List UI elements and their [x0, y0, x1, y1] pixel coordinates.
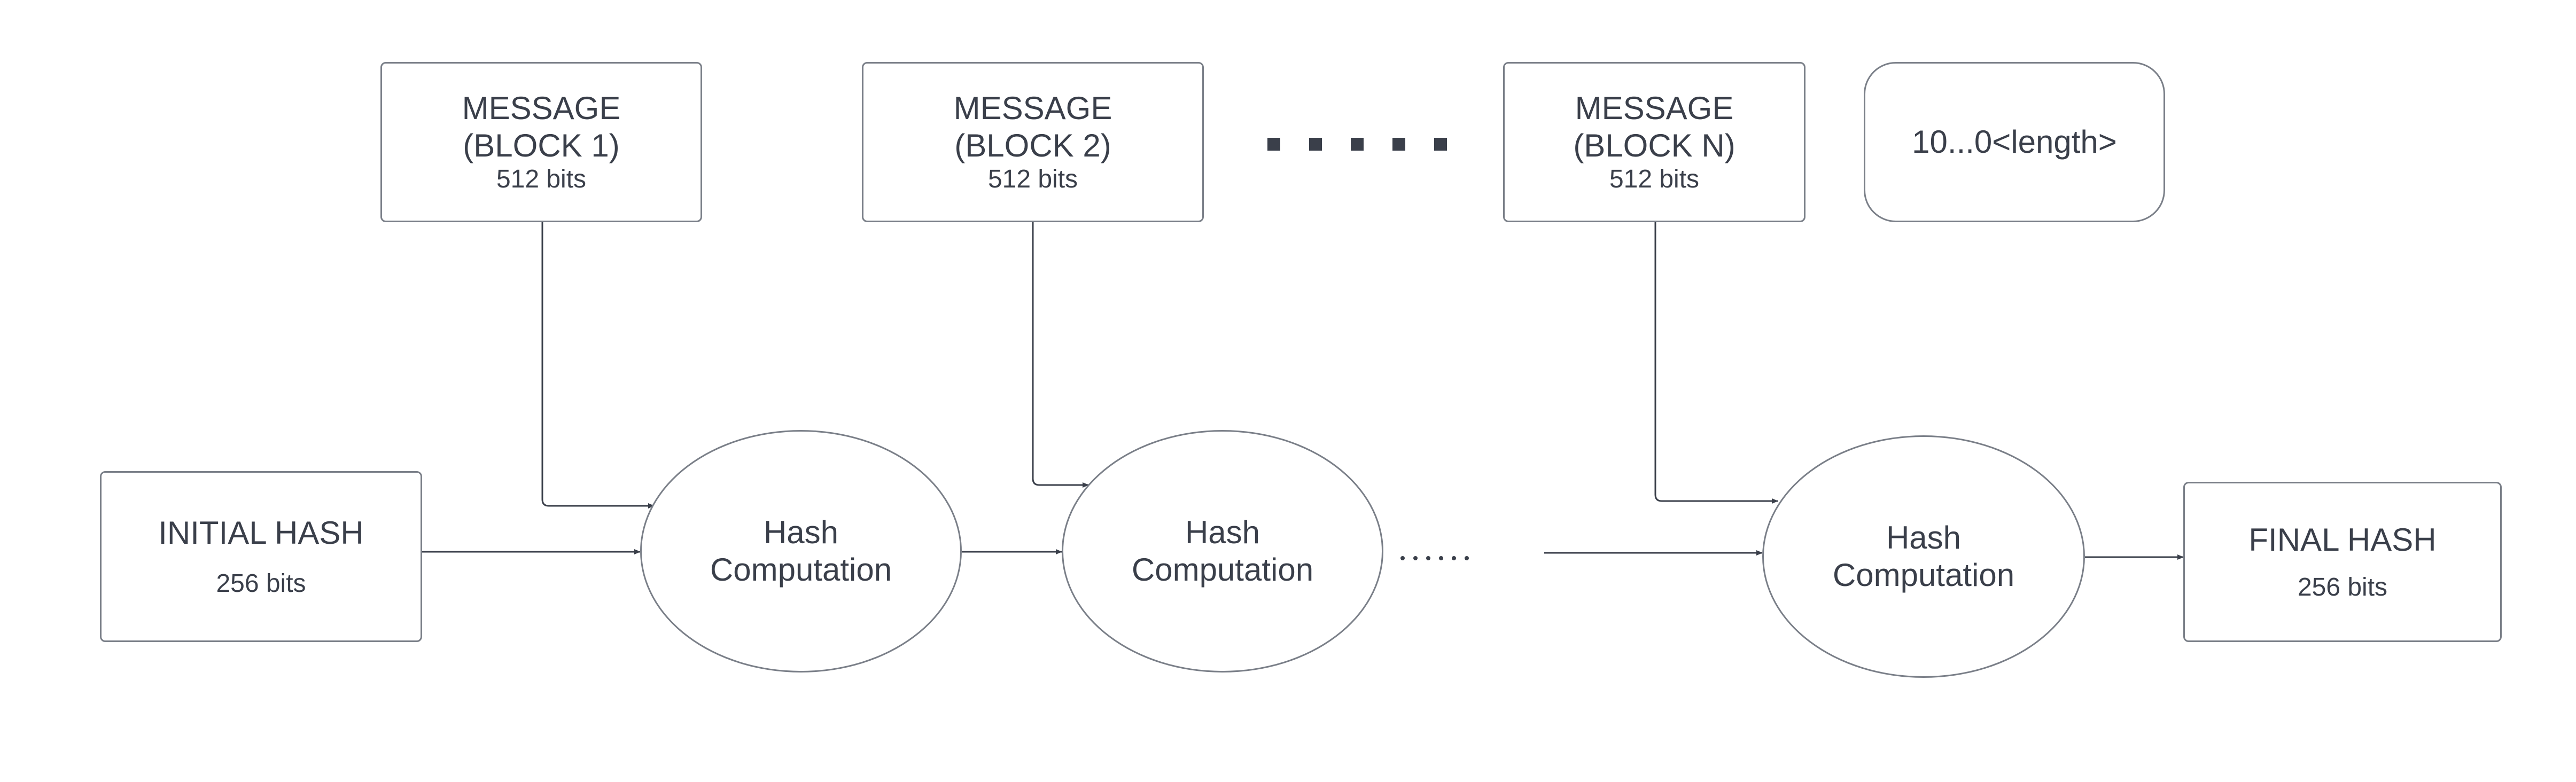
final-hash-title: FINAL HASH	[2248, 522, 2437, 558]
final-hash-box: FINAL HASH 256 bits	[2183, 482, 2502, 642]
chain-dot	[1400, 556, 1405, 560]
padding-label: 10...0<length>	[1912, 124, 2117, 160]
chain-ellipsis	[1400, 556, 1469, 560]
message-block-n-bits: 512 bits	[1609, 165, 1700, 193]
initial-hash-box: INITIAL HASH 256 bits	[100, 471, 422, 642]
arrow-blockn-to-hash3	[1654, 221, 1778, 504]
message-block-2: MESSAGE (BLOCK 2) 512 bits	[862, 62, 1204, 222]
chain-dot	[1452, 556, 1456, 560]
final-hash-bits: 256 bits	[2297, 573, 2388, 601]
hash-computation-2-line1: Hash	[1185, 514, 1260, 550]
message-block-1-subtitle: (BLOCK 1)	[463, 128, 620, 163]
initial-hash-title: INITIAL HASH	[158, 515, 364, 551]
hash-computation-3: Hash Computation	[1762, 435, 2085, 678]
ellipsis-dot	[1392, 138, 1405, 151]
message-block-2-title: MESSAGE	[953, 90, 1112, 126]
arrow-block2-to-hash2	[1032, 221, 1089, 488]
message-block-2-subtitle: (BLOCK 2)	[954, 128, 1111, 163]
ellipsis-dot	[1309, 138, 1322, 151]
message-block-n-subtitle: (BLOCK N)	[1573, 128, 1736, 163]
hash-computation-3-line2: Computation	[1832, 557, 2015, 593]
hash-computation-1: Hash Computation	[640, 430, 962, 672]
ellipsis-dot	[1434, 138, 1447, 151]
block-ellipsis	[1267, 138, 1447, 151]
message-block-n-title: MESSAGE	[1575, 90, 1734, 126]
chain-dot	[1413, 556, 1418, 560]
chain-dot	[1465, 556, 1469, 560]
message-block-1: MESSAGE (BLOCK 1) 512 bits	[380, 62, 702, 222]
message-block-n: MESSAGE (BLOCK N) 512 bits	[1503, 62, 1805, 222]
message-block-2-bits: 512 bits	[987, 165, 1078, 193]
hash-computation-1-line2: Computation	[710, 552, 892, 588]
chain-dot	[1426, 556, 1430, 560]
message-block-1-title: MESSAGE	[462, 90, 621, 126]
hash-computation-3-line1: Hash	[1886, 520, 1962, 556]
chain-dot	[1439, 556, 1443, 560]
hash-computation-2-line2: Computation	[1131, 552, 1314, 588]
initial-hash-bits: 256 bits	[216, 569, 306, 598]
message-block-1-bits: 512 bits	[496, 165, 587, 193]
ellipsis-dot	[1351, 138, 1364, 151]
padding-box: 10...0<length>	[1864, 62, 2165, 222]
hash-computation-2: Hash Computation	[1062, 430, 1383, 672]
hash-computation-1-line1: Hash	[763, 514, 839, 550]
ellipsis-dot	[1267, 138, 1280, 151]
arrow-block1-to-hash1	[541, 221, 655, 509]
